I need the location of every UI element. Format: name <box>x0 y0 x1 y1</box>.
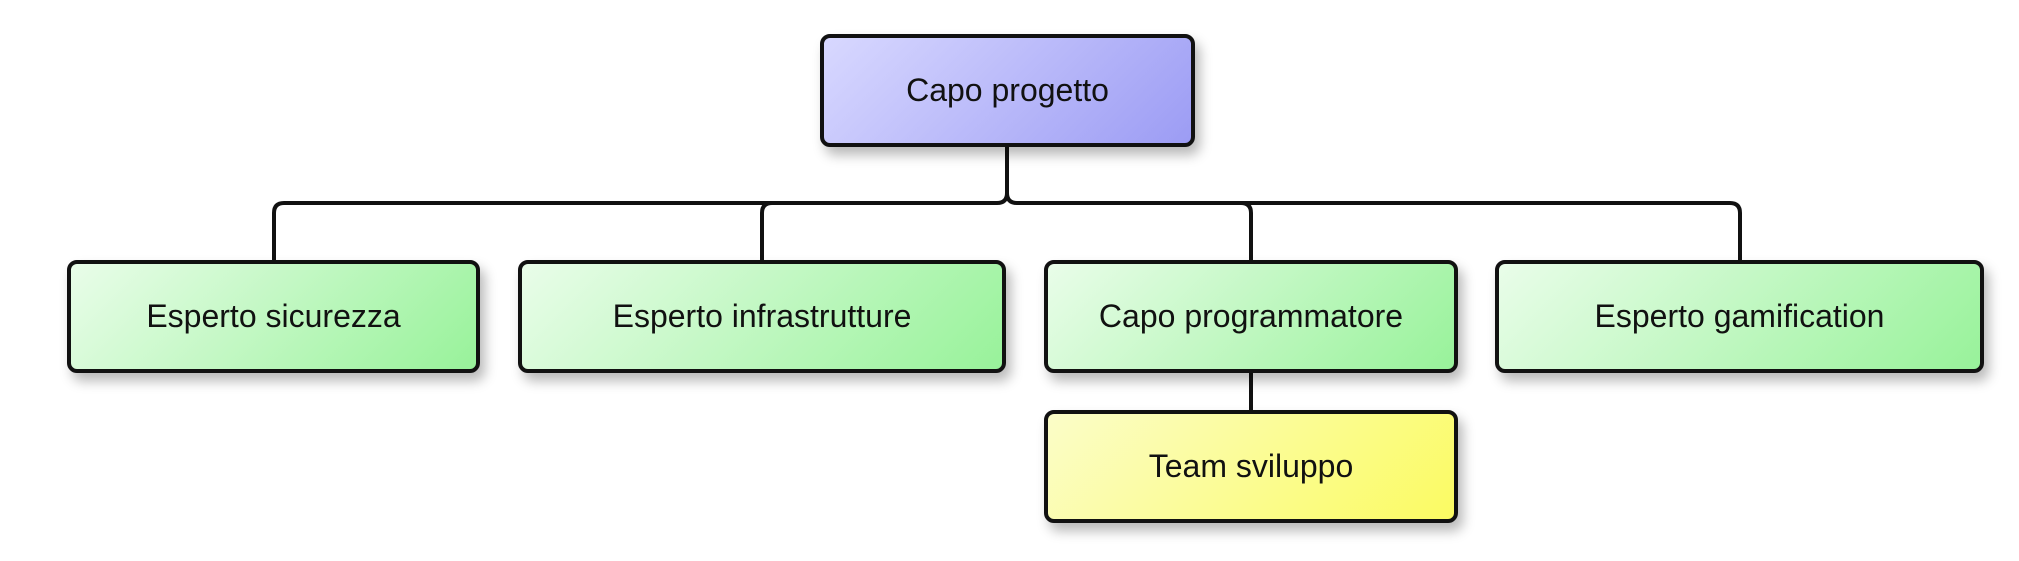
node-esperto-infrastrutture: Esperto infrastrutture <box>518 260 1006 373</box>
connector-bus-left <box>272 201 997 260</box>
connector-to-infra <box>760 201 773 260</box>
node-label: Team sviluppo <box>1148 448 1354 484</box>
node-label: Esperto infrastrutture <box>612 298 912 334</box>
node-label: Esperto sicurezza <box>146 298 401 334</box>
connector-to-prog <box>1240 201 1253 260</box>
node-team-sviluppo: Team sviluppo <box>1044 410 1458 523</box>
node-capo-progetto: Capo progetto <box>820 34 1195 147</box>
node-label: Capo progetto <box>906 72 1109 108</box>
connector-root-stem-left <box>996 192 1009 205</box>
node-capo-programmatore: Capo programmatore <box>1044 260 1458 373</box>
connector-bus-right <box>1017 201 1742 260</box>
node-esperto-sicurezza: Esperto sicurezza <box>67 260 480 373</box>
node-label: Esperto gamification <box>1594 298 1885 334</box>
node-esperto-gamification: Esperto gamification <box>1495 260 1984 373</box>
node-label: Capo programmatore <box>1098 298 1404 334</box>
